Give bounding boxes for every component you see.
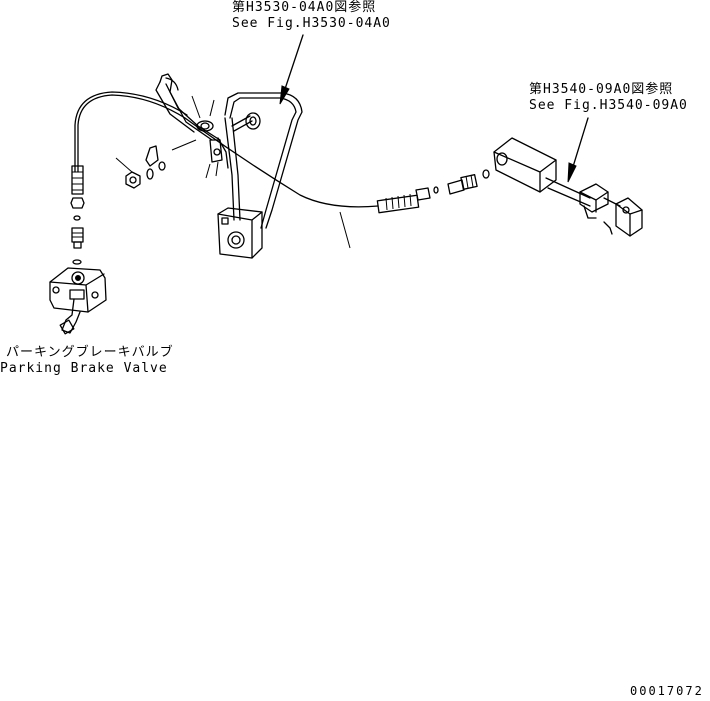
leader-bracket	[205, 163, 211, 179]
cylinder-adapter	[447, 169, 490, 195]
top-ref-jp-label: 第H3530-04A0図参照	[232, 0, 377, 15]
parking-brake-valve	[49, 267, 107, 335]
leader-bolt	[209, 99, 215, 117]
leader-hose	[339, 211, 351, 249]
drawing-number: 00017072	[630, 684, 704, 698]
top-ref-en-label: See Fig.H3530-04A0	[232, 16, 391, 31]
leader-washer	[171, 139, 197, 151]
arrow-right-ref	[567, 117, 589, 183]
valve-adapter	[71, 227, 84, 249]
arrow-top-ref	[279, 34, 304, 105]
hose-end-fitting-left	[70, 165, 85, 209]
bent-tube-assembly	[155, 73, 303, 259]
hose-end-fitting-right	[376, 186, 439, 214]
main-hose	[77, 94, 379, 208]
leader-clamp-top	[191, 95, 201, 119]
o-ring-valve	[72, 259, 82, 265]
nut-washer-bracket	[125, 145, 166, 189]
right-ref-en-label: See Fig.H3540-09A0	[529, 98, 688, 113]
o-ring-left	[73, 215, 81, 221]
right-ref-jp-label: 第H3540-09A0図参照	[529, 82, 674, 97]
clamp-bolt	[196, 112, 261, 163]
brake-cylinder	[493, 137, 643, 237]
leader-nut	[115, 157, 133, 173]
valve-jp-label: パーキングブレーキバルブ	[6, 345, 174, 360]
valve-en-label: Parking Brake Valve	[0, 361, 168, 376]
